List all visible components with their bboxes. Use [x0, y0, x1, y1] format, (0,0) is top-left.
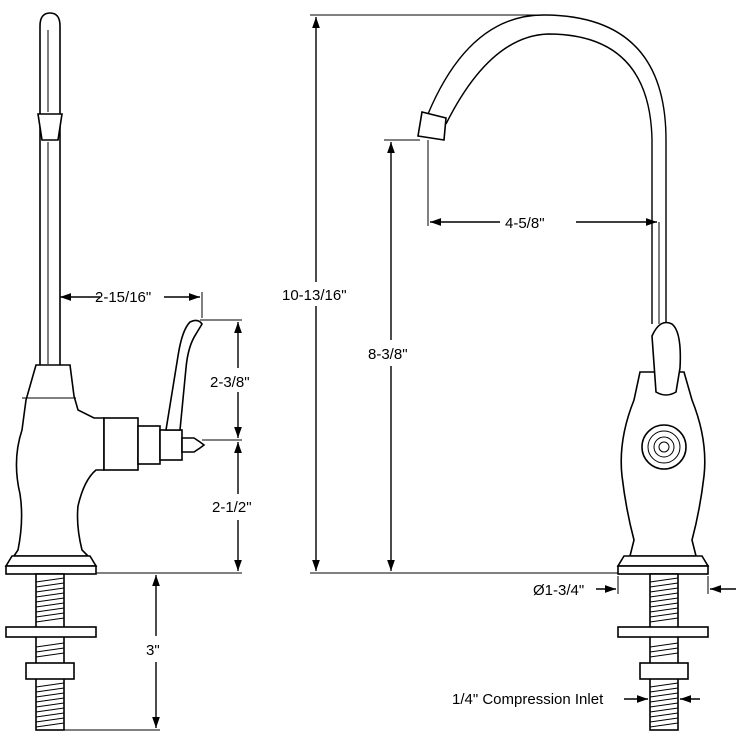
dim-shank-length: 3"	[64, 575, 160, 731]
thread-line	[35, 592, 65, 598]
dim-handle-lower: 2-1/2"	[96, 442, 252, 574]
dim-handle-upper: 2-3/8"	[200, 319, 250, 441]
thread-line	[35, 692, 65, 698]
dim-spout-height-label: 8-3/8"	[368, 346, 408, 363]
dim-spout-reach: 4-5/8"	[427, 140, 657, 232]
dim-side-reach: 2-15/16"	[60, 289, 203, 318]
thread-line	[649, 702, 679, 708]
thread-line	[649, 652, 679, 658]
thread-line	[649, 617, 679, 623]
thread-line	[649, 612, 679, 618]
thread-line	[649, 692, 679, 698]
thread-line	[649, 687, 679, 693]
front-gooseneck-spout	[417, 14, 667, 324]
thread-line	[649, 592, 679, 598]
dim-overall-height-label: 10-13/16"	[282, 287, 347, 304]
thread-line	[35, 597, 65, 603]
thread-line	[35, 587, 65, 593]
thread-line	[649, 717, 679, 723]
front-faucet-body	[616, 321, 710, 575]
dim-overall-height: 10-13/16"	[282, 14, 618, 574]
thread-line	[649, 712, 679, 718]
thread-line	[35, 682, 65, 688]
side-spout	[37, 12, 63, 367]
thread-line	[35, 582, 65, 588]
thread-line	[35, 642, 65, 648]
dim-base-diameter-label: Ø1-3/4"	[533, 582, 584, 599]
thread-line	[649, 697, 679, 703]
thread-line	[649, 602, 679, 608]
dim-handle-upper-label: 2-3/8"	[210, 374, 250, 391]
thread-line	[35, 617, 65, 623]
thread-line	[35, 647, 65, 653]
thread-line	[649, 707, 679, 713]
thread-line	[35, 687, 65, 693]
thread-line	[35, 612, 65, 618]
dim-spout-reach-label: 4-5/8"	[505, 215, 545, 232]
thread-line	[35, 717, 65, 723]
thread-line	[649, 647, 679, 653]
dim-inlet: 1/4" Compression Inlet	[452, 691, 700, 708]
dim-handle-lower-label: 2-1/2"	[212, 499, 252, 516]
thread-line	[649, 642, 679, 648]
thread-line	[649, 722, 679, 728]
thread-line	[649, 577, 679, 583]
thread-line	[649, 607, 679, 613]
dim-base-diameter: Ø1-3/4"	[533, 576, 736, 599]
thread-line	[35, 697, 65, 703]
side-view: 2-15/16" 2-3/8" 2-1/2" 3"	[4, 12, 252, 731]
thread-line	[649, 597, 679, 603]
thread-line	[649, 587, 679, 593]
thread-line	[35, 652, 65, 658]
thread-line	[35, 702, 65, 708]
dim-inlet-label: 1/4" Compression Inlet	[452, 691, 604, 708]
dim-shank-length-label: 3"	[146, 642, 160, 659]
thread-line	[35, 707, 65, 713]
dim-spout-height: 8-3/8"	[368, 139, 420, 571]
front-view: 10-13/16" 8-3/8" 4-5/8" Ø1-3/4"	[282, 14, 736, 731]
thread-line	[35, 577, 65, 583]
dim-side-reach-label: 2-15/16"	[95, 289, 151, 306]
thread-line	[35, 602, 65, 608]
side-shank	[5, 573, 97, 731]
thread-line	[35, 722, 65, 728]
thread-line	[649, 582, 679, 588]
thread-line	[35, 607, 65, 613]
front-shank	[617, 573, 709, 731]
thread-line	[649, 682, 679, 688]
thread-line	[35, 712, 65, 718]
side-faucet-body	[4, 319, 206, 575]
